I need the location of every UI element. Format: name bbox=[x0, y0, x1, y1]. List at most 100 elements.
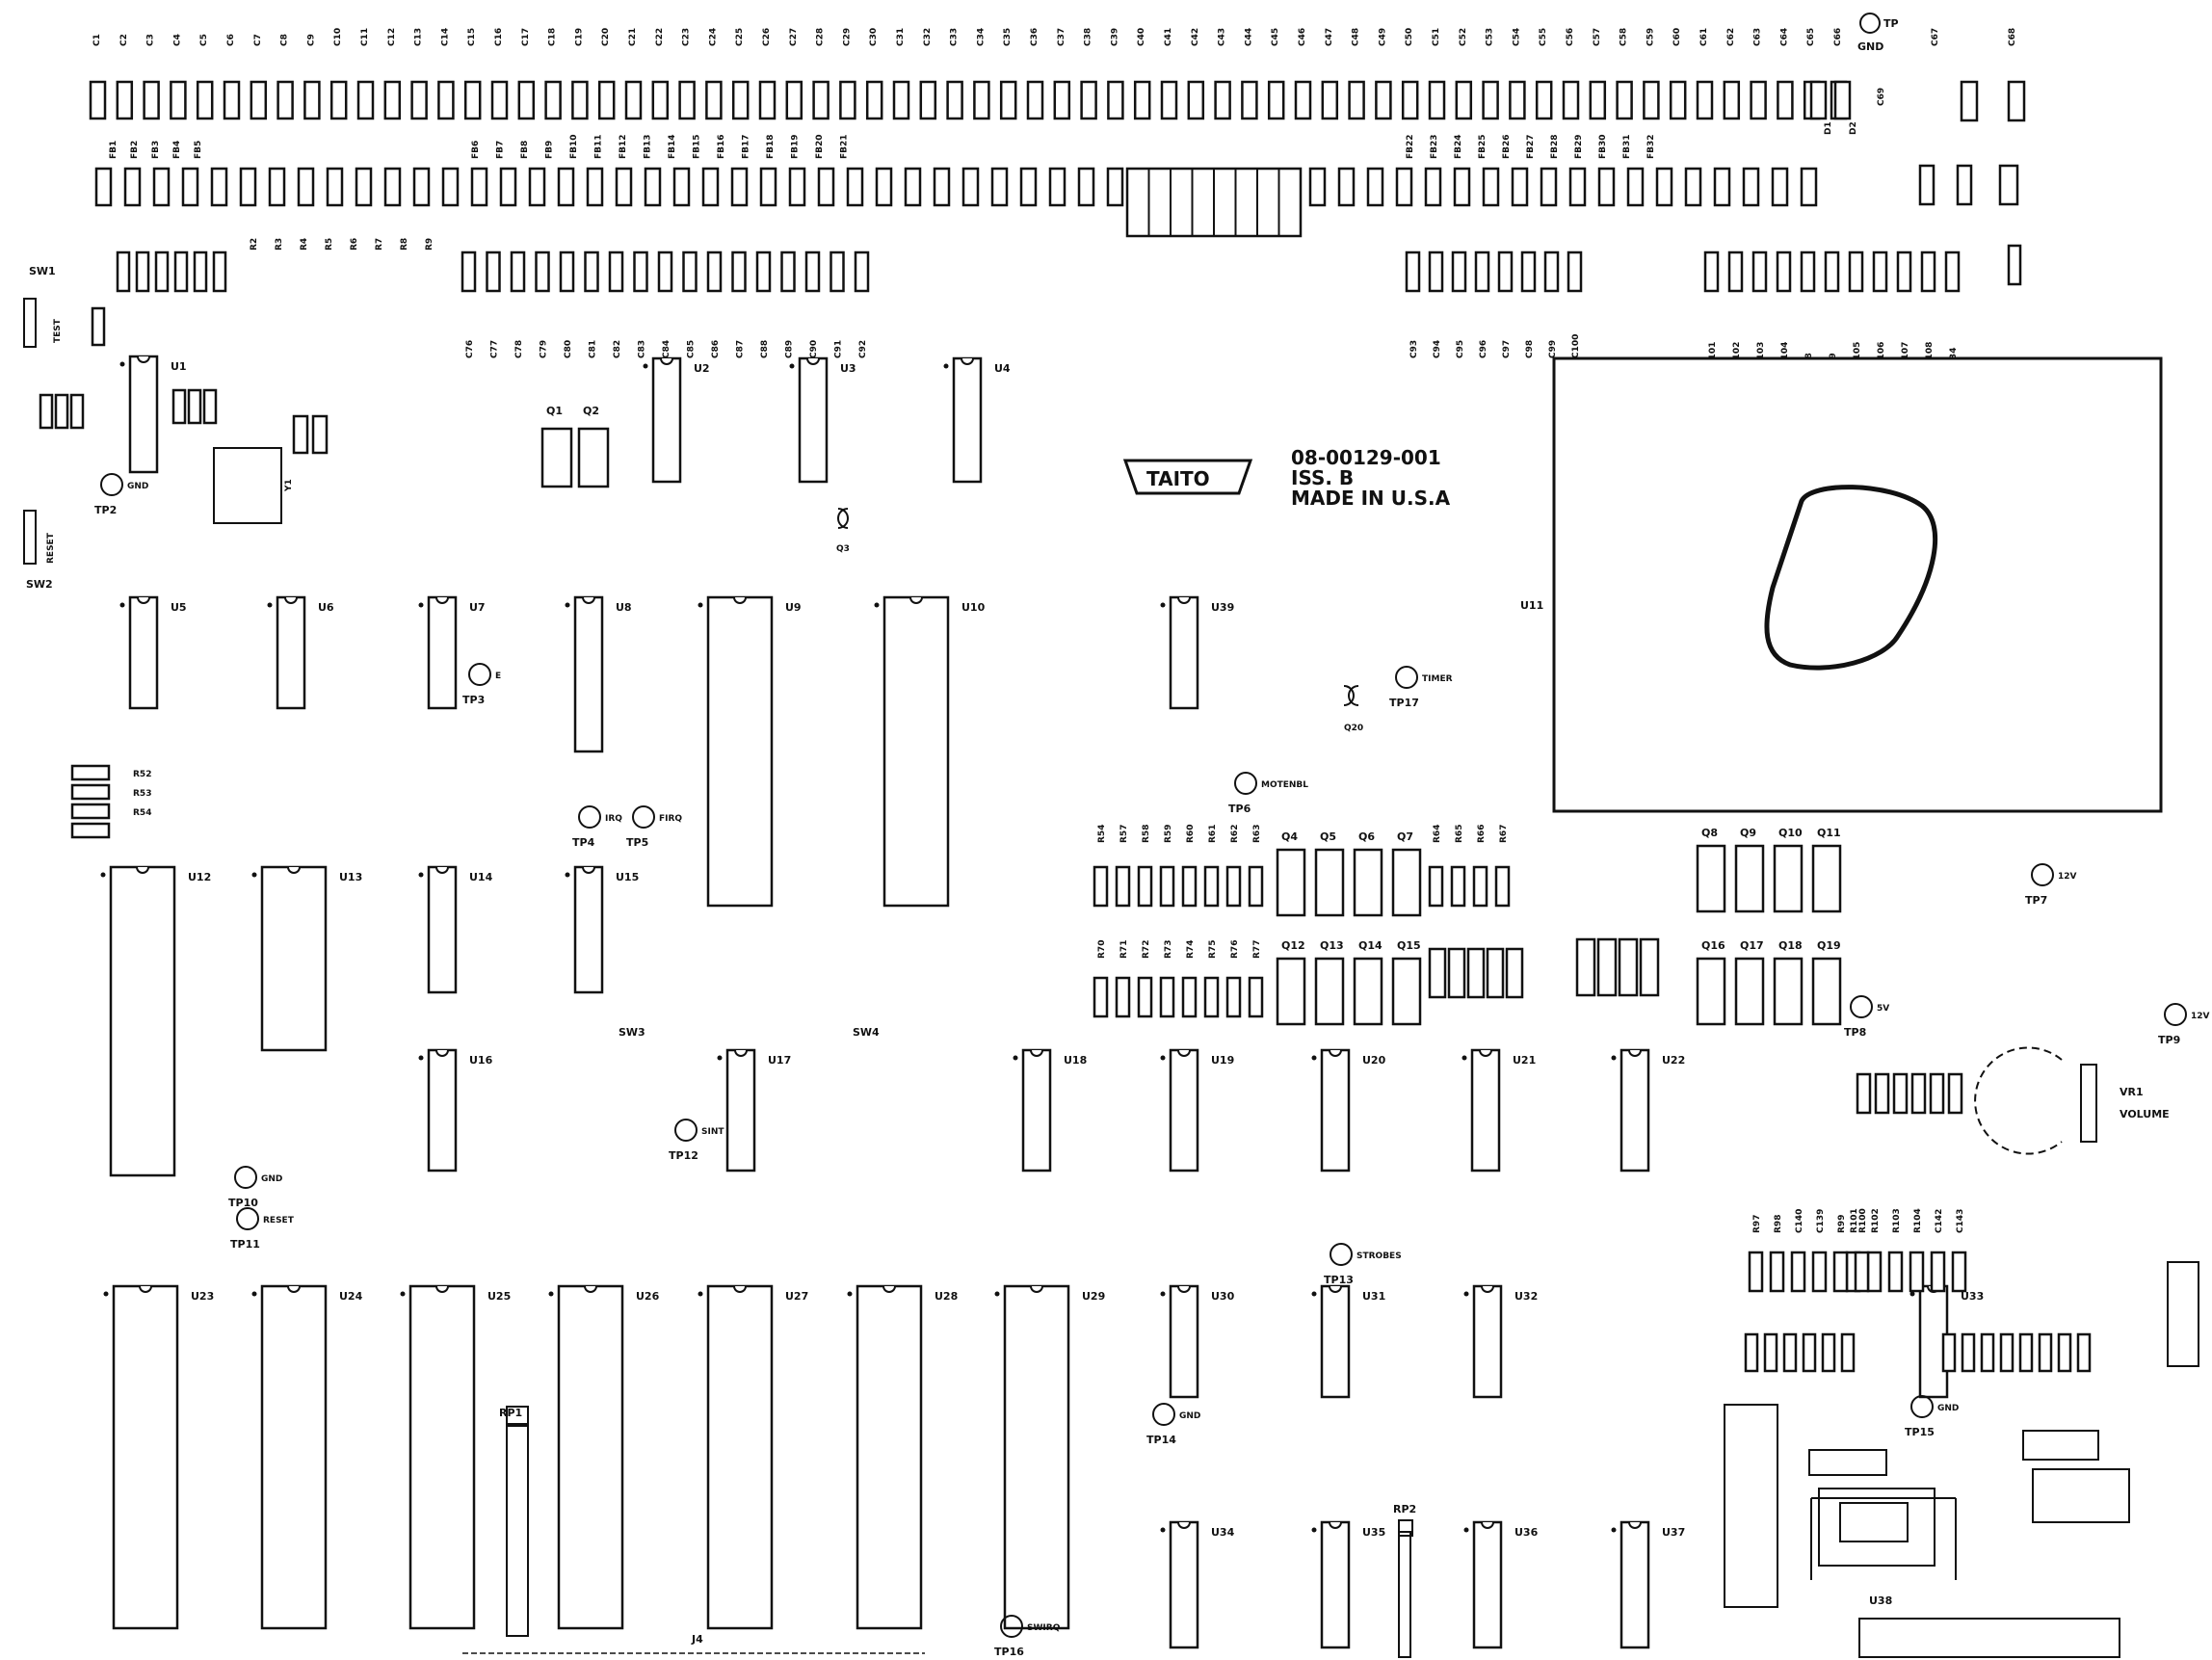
ic-label: U19 bbox=[1211, 1054, 1234, 1067]
ic-label: U2 bbox=[694, 362, 710, 375]
connector-pad bbox=[1375, 80, 1392, 120]
ic-label: U10 bbox=[961, 601, 986, 614]
connector-label: C64 bbox=[1779, 28, 1789, 46]
capacitor bbox=[1744, 1332, 1759, 1373]
capacitor bbox=[1405, 250, 1421, 293]
connector-label: C65 bbox=[1806, 28, 1816, 46]
ic-label: U25 bbox=[487, 1290, 511, 1303]
transistor bbox=[1314, 957, 1345, 1026]
resistor bbox=[1771, 167, 1789, 207]
connector-pad bbox=[1643, 80, 1660, 120]
transistor bbox=[1734, 844, 1765, 913]
ic-label: U7 bbox=[469, 601, 486, 614]
resistor bbox=[1424, 167, 1442, 207]
connector-label: C36 bbox=[1030, 28, 1040, 46]
resistor-label: R54 bbox=[1097, 825, 1107, 843]
ic-u28: U28 bbox=[847, 1284, 958, 1630]
connector-label: C34 bbox=[976, 28, 986, 46]
fuse-label: FB19 bbox=[791, 134, 801, 159]
resistor-label: R104 bbox=[1913, 1208, 1923, 1233]
resistor-label: R75 bbox=[1208, 940, 1218, 959]
resistor bbox=[528, 167, 546, 207]
capacitor-label: C92 bbox=[858, 340, 868, 358]
connector-pad bbox=[946, 80, 963, 120]
ic-u10: U10 bbox=[874, 595, 986, 908]
fuse-label: FB6 bbox=[471, 141, 481, 159]
connector-label: C57 bbox=[1593, 28, 1602, 46]
resistor-label: C139 bbox=[1816, 1209, 1826, 1233]
test-point-sub: STROBES bbox=[1356, 1252, 1402, 1261]
fuse-label: FB25 bbox=[1478, 134, 1488, 159]
ic-u19: U19 bbox=[1160, 1048, 1234, 1173]
connector-label: C12 bbox=[387, 28, 397, 46]
connector-pad bbox=[1026, 80, 1044, 120]
resistor bbox=[1093, 865, 1109, 908]
ic-u18: U18 bbox=[1013, 1048, 1087, 1173]
resistor bbox=[1854, 1251, 1870, 1293]
capacitor-label: C85 bbox=[687, 340, 697, 358]
resistor-label: R4 bbox=[300, 238, 309, 250]
capacitor bbox=[608, 250, 624, 293]
transistor-label: Q18 bbox=[1778, 939, 1803, 952]
transistor bbox=[1596, 937, 1618, 997]
connector-pad bbox=[1669, 80, 1687, 120]
resistor bbox=[1225, 976, 1242, 1018]
ic-label: U8 bbox=[616, 601, 632, 614]
capacitor-label: C79 bbox=[540, 340, 549, 358]
transistor-label: Q4 bbox=[1281, 830, 1298, 843]
resistor-label: R3 bbox=[275, 238, 284, 250]
capacitor-label: C84 bbox=[662, 340, 672, 358]
capacitor bbox=[1874, 1072, 1890, 1115]
connector-pad bbox=[250, 80, 268, 120]
svg-text:Q20: Q20 bbox=[1344, 724, 1363, 733]
resistor bbox=[1453, 167, 1471, 207]
resistor bbox=[1790, 1251, 1806, 1293]
resistor bbox=[1951, 1251, 1967, 1293]
resistor bbox=[1887, 1251, 1904, 1293]
test-point-label: TP12 bbox=[669, 1149, 698, 1162]
resistor bbox=[70, 822, 111, 839]
connector-pad bbox=[1833, 80, 1852, 120]
test-point-sub: 5V bbox=[1877, 1004, 1889, 1014]
fuse-label: FB5 bbox=[194, 141, 203, 159]
connector-label: C25 bbox=[735, 28, 745, 46]
test-point-label: TP3 bbox=[462, 694, 485, 706]
capacitor bbox=[1896, 250, 1912, 293]
connector-pad bbox=[356, 80, 375, 120]
resistor bbox=[1137, 865, 1153, 908]
test-point-label: TP5 bbox=[626, 836, 648, 849]
ic-label: U13 bbox=[339, 871, 362, 883]
connector-pad bbox=[329, 80, 348, 120]
connector-label: C45 bbox=[1271, 28, 1280, 46]
connector-label: C21 bbox=[628, 28, 638, 46]
capacitor-label: C93 bbox=[1409, 340, 1419, 358]
fuse-label: FB22 bbox=[1406, 134, 1415, 159]
fuse-label: FB23 bbox=[1430, 134, 1439, 159]
transistor bbox=[1696, 844, 1726, 913]
transistor bbox=[1276, 848, 1306, 917]
transistor bbox=[1773, 957, 1804, 1026]
connector-pad bbox=[544, 80, 562, 120]
capacitor bbox=[1800, 250, 1816, 293]
connector-pad bbox=[785, 80, 803, 120]
resistor-label: R8 bbox=[400, 238, 409, 250]
ic-label: U1 bbox=[171, 360, 187, 373]
connector-pad bbox=[276, 80, 294, 120]
connector-pad bbox=[517, 80, 536, 120]
ic-u6: U6 bbox=[267, 595, 334, 710]
connector-label: C6 bbox=[226, 34, 236, 46]
connector-label: C22 bbox=[655, 28, 665, 46]
resistor-label: R64 bbox=[1433, 825, 1442, 843]
resistor bbox=[1472, 865, 1488, 908]
resistor bbox=[788, 167, 806, 207]
capacitor-label: C80 bbox=[564, 340, 573, 358]
connector-pad bbox=[1053, 80, 1071, 120]
capacitor bbox=[1824, 250, 1840, 293]
ic-u8: U8 bbox=[565, 595, 632, 753]
